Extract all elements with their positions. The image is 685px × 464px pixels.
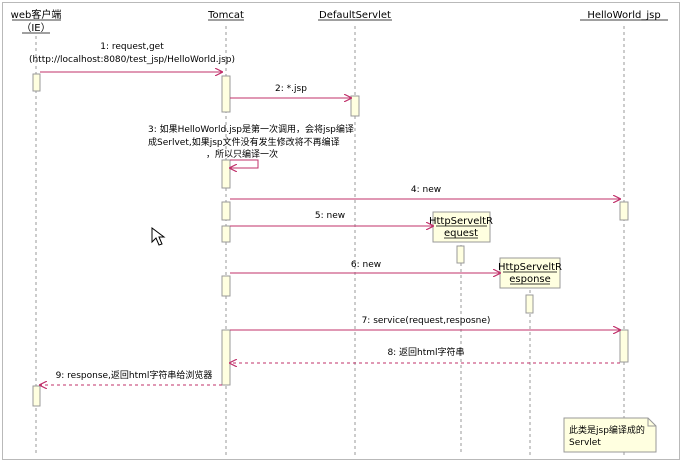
participant-httpservletresponse-box [499,257,561,289]
participant-httpservletrequest-label-1: HttpServeltR [429,216,493,227]
participant-tomcat: Tomcat [207,10,244,21]
note-dogear [647,418,656,427]
message-9-label: 9: response,返回html字符串给浏览器 [56,369,213,381]
diagram-frame [2,2,680,460]
message-1-label-line-1: 1: request,get [100,42,164,52]
activation-tomcat-6 [221,329,231,386]
participant-web-client: web客户端 （IE） [11,8,62,34]
activation-helloworld-1 [619,201,629,221]
message-7-label: 7: service(request,resposne) [362,316,491,326]
note-line-1: 此类是jsp编译成的 [569,424,645,436]
participant-web-client-label: web客户端 [11,8,62,21]
activation-tomcat-4 [221,225,231,243]
participant-httpservletresponse: HttpServeltR esponse [498,257,562,289]
participant-tomcat-label: Tomcat [207,10,244,21]
participant-httpservletrequest-box [432,211,491,243]
activation-httpservletresponse [525,294,534,314]
message-5-label: 5: new [315,211,345,221]
participant-defaultservlet: DefaultServlet [318,10,392,21]
participant-web-client-sublabel: （IE） [21,22,50,34]
activation-tomcat-1 [221,75,231,113]
participant-httpservletresponse-label-2: esponse [509,274,551,285]
activation-tomcat-5 [221,275,231,297]
participant-helloworld-jsp-label: HelloWorld_jsp [587,10,660,21]
participant-httpservletrequest-label-2: equest [444,228,478,239]
participant-helloworld-jsp: HelloWorld_jsp [580,10,668,21]
participant-defaultservlet-label: DefaultServlet [319,10,391,21]
activation-helloworld-2 [619,329,629,363]
message-6-label: 6: new [351,260,381,270]
message-3-label-line-3: ，所以只编译一次 [206,148,278,160]
activation-defaultservlet [350,95,360,117]
message-3-selfloop [230,159,259,168]
activation-client-2 [32,385,41,407]
participant-httpservletrequest: HttpServeltR equest [429,211,493,243]
activation-httpservletrequest [456,245,465,264]
mouse-cursor-icon [151,227,166,246]
message-8-label: 8: 返回html字符串 [387,346,464,358]
message-3-label-line-2: 成Serlvet,如果jsp文件没有发生修改将不再编译 [148,136,340,148]
message-1-label-line-2: (http://localhost:8080/test_jsp/HelloWor… [29,55,235,65]
message-3-label-line-1: 3: 如果HelloWorld.jsp是第一次调用，会将jsp编译 [148,123,354,135]
message-2-label: 2: *.jsp [275,84,307,94]
activation-client-1 [32,73,41,92]
note: 此类是jsp编译成的 Servlet [563,417,657,453]
participant-httpservletresponse-label-1: HttpServeltR [498,262,562,273]
note-line-2: Servlet [569,438,601,448]
activation-tomcat-3 [221,201,231,221]
message-4-label: 4: new [411,185,441,195]
activation-tomcat-2 [221,159,231,189]
note-box [563,417,657,453]
